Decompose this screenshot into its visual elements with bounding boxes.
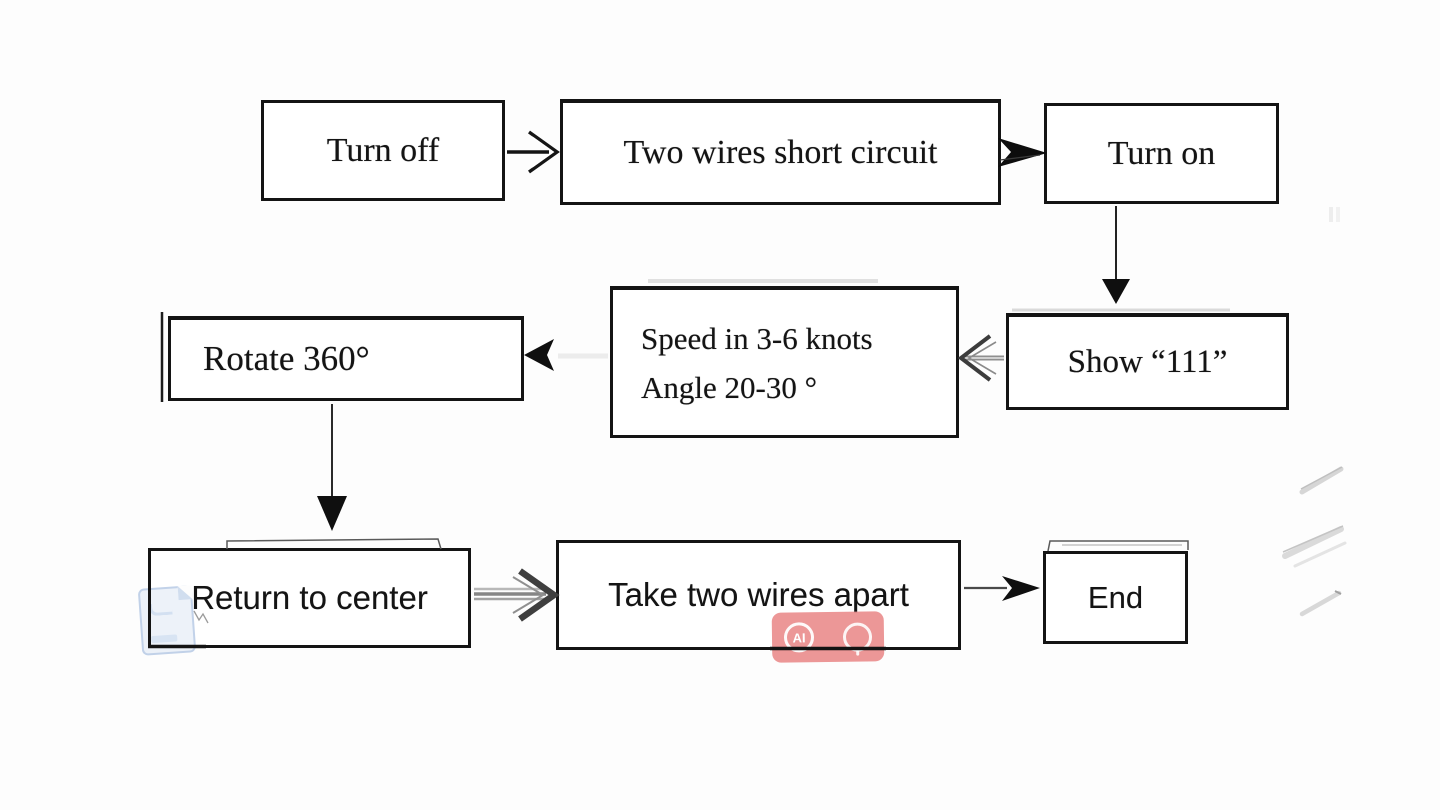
artifact-scratches [1282, 466, 1347, 617]
node-turn-off: Turn off [261, 100, 505, 201]
node-label-line2: Angle 20-30 ° [641, 369, 817, 405]
document-icon [137, 585, 197, 656]
node-take-two-wires-apart: Take two wires apart [556, 540, 961, 650]
edge-rotate-return [317, 404, 347, 531]
node-return-to-center: Return to center [148, 548, 471, 648]
edge-take-end [964, 576, 1040, 601]
edge-return-take [474, 568, 560, 622]
edge-turnon-show111 [1102, 206, 1130, 304]
node-two-wires-short-circuit: Two wires short circuit [560, 99, 1001, 205]
artifact-end-top-outline [1047, 540, 1189, 552]
edge-turnoff-twowires [507, 130, 560, 174]
node-end: End [1043, 551, 1188, 644]
edge-twowires-turnon [998, 138, 1047, 167]
node-label: Take two wires apart [608, 576, 909, 613]
node-label: Two wires short circuit [623, 133, 938, 171]
page-fold-icon [177, 585, 193, 601]
node-label: End [1087, 579, 1144, 615]
node-label: Turn off [326, 131, 440, 169]
node-label: Rotate 360° [203, 339, 370, 378]
node-speed-angle: Speed in 3-6 knots Angle 20-30 ° [610, 286, 959, 438]
magnifier-icon [842, 621, 873, 656]
node-label: Return to center [191, 579, 428, 616]
edge-speed-rotate [524, 339, 608, 371]
node-turn-on: Turn on [1044, 103, 1279, 204]
ai-watermark-badge: AI [771, 611, 885, 663]
node-label-line1: Speed in 3-6 knots [641, 320, 873, 356]
ai-logo-icon: AI [783, 622, 815, 653]
edge-show111-speed [957, 334, 1004, 382]
node-show-111: Show “111” [1006, 313, 1289, 410]
node-rotate-360: Rotate 360° [168, 316, 524, 401]
node-label: Turn on [1107, 134, 1216, 172]
node-label: Show “111” [1067, 343, 1228, 380]
